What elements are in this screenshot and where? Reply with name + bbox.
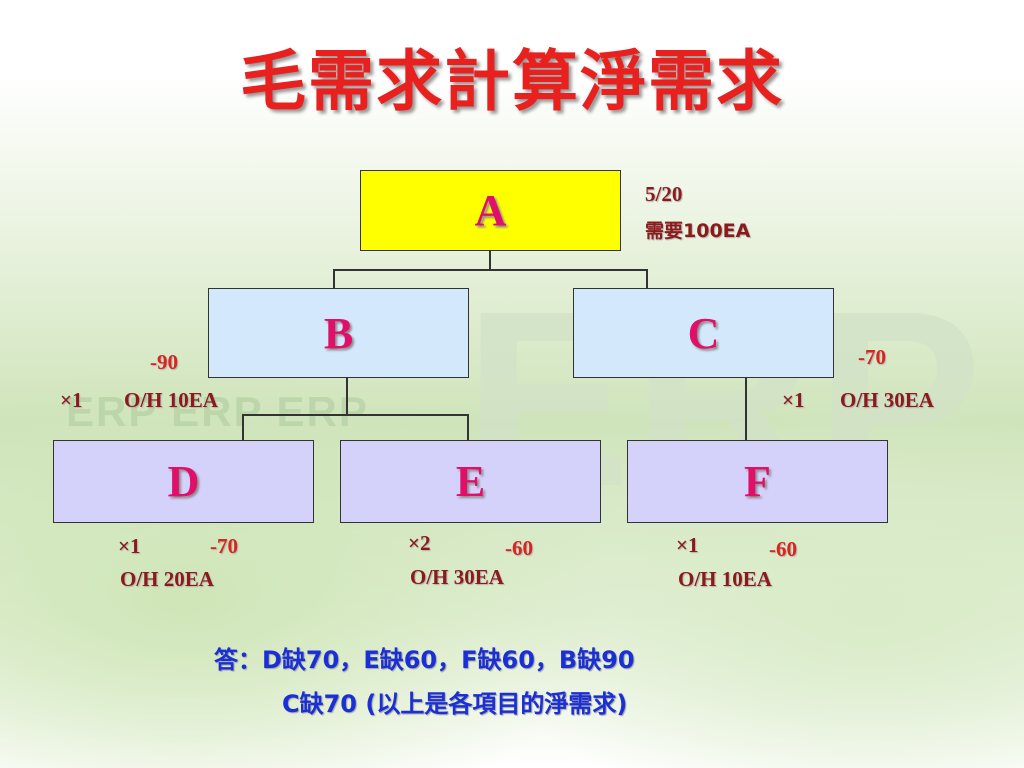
a-need-label: 需要100EA	[645, 220, 751, 242]
answer-line-2: C缺70 (以上是各項目的淨需求)	[282, 690, 628, 718]
node-a: A	[360, 170, 621, 251]
a-date-label: 5/20	[645, 182, 683, 206]
c-multiplier-label: ×1	[782, 388, 805, 412]
f-onhand-label: O/H 10EA	[678, 567, 772, 591]
slide-title: 毛需求計算淨需求	[240, 43, 784, 120]
e-multiplier-label: ×2	[408, 531, 431, 555]
connector-c-to-f	[745, 378, 747, 440]
node-d: D	[53, 440, 314, 523]
f-net-label: -60	[769, 537, 797, 561]
connector-e-up	[467, 414, 469, 440]
connector-b-down	[346, 378, 348, 414]
connector-a-down	[489, 251, 491, 269]
connector-de-horizontal	[242, 414, 468, 416]
node-c: C	[573, 288, 834, 378]
e-net-label: -60	[505, 536, 533, 560]
b-net-label: -90	[150, 350, 178, 374]
b-onhand-label: O/H 10EA	[124, 388, 218, 412]
d-multiplier-label: ×1	[118, 534, 141, 558]
connector-bc-horizontal	[333, 269, 647, 271]
erp-watermark-small: ERP ERP ERP	[66, 388, 369, 435]
f-multiplier-label: ×1	[676, 533, 699, 557]
b-multiplier-label: ×1	[60, 388, 83, 412]
answer-line-1: 答：D缺70，E缺60，F缺60，B缺90	[214, 646, 635, 674]
connector-d-up	[242, 414, 244, 440]
connector-b-up	[333, 269, 335, 288]
connector-c-up	[646, 269, 648, 288]
c-net-label: -70	[858, 345, 886, 369]
d-onhand-label: O/H 20EA	[120, 567, 214, 591]
d-net-label: -70	[210, 534, 238, 558]
node-e: E	[340, 440, 601, 523]
node-b: B	[208, 288, 469, 378]
e-onhand-label: O/H 30EA	[410, 565, 504, 589]
node-f: F	[627, 440, 888, 523]
c-onhand-label: O/H 30EA	[840, 388, 934, 412]
